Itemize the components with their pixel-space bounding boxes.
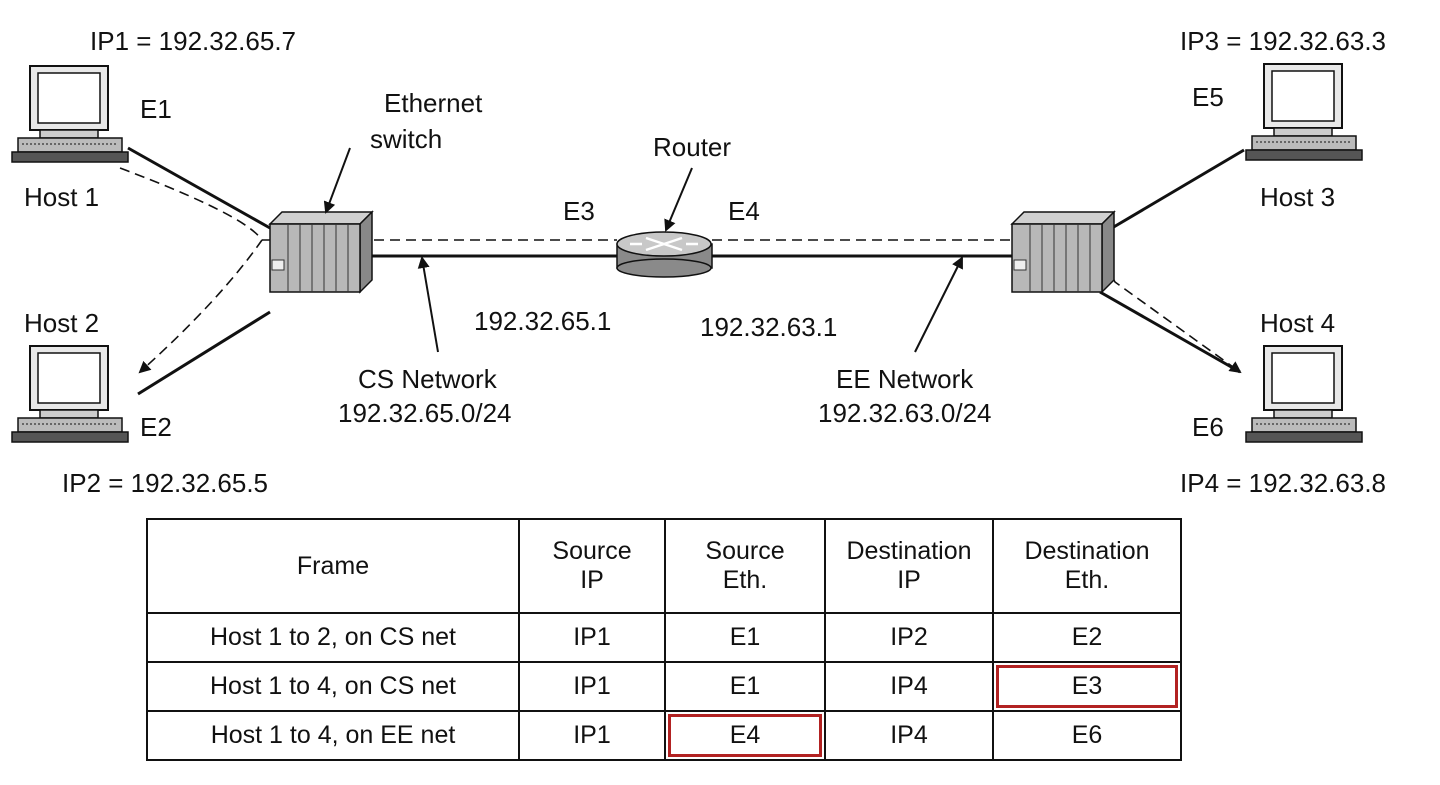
cell-source-ip: IP1 xyxy=(518,612,666,663)
ee-ethernet-switch-icon xyxy=(1011,211,1115,293)
header-source-eth-line1: Source xyxy=(705,537,785,566)
host3-ip-label: IP3 = 192.32.63.3 xyxy=(1180,26,1386,56)
cell-source-eth-highlighted: E4 xyxy=(664,710,826,761)
switch-label-line1: Ethernet xyxy=(384,88,483,118)
host4-computer-icon xyxy=(1245,345,1363,443)
router-ip-right-label: 192.32.63.1 xyxy=(700,312,837,342)
host3-eth-label: E5 xyxy=(1192,82,1224,112)
host4-eth-label: E6 xyxy=(1192,412,1224,442)
cs-ethernet-switch-icon xyxy=(269,211,373,293)
table-row: Host 1 to 4, on EE net IP1 E4 IP4 E6 xyxy=(146,710,1182,761)
host2-eth-label: E2 xyxy=(140,412,172,442)
header-destination-eth-line2: Eth. xyxy=(1064,566,1110,594)
switch-label-arrow xyxy=(323,147,351,214)
link-switch-host3 xyxy=(1111,148,1245,230)
link-host1-switch xyxy=(127,146,271,230)
router-icon xyxy=(616,231,713,278)
table-row: Host 1 to 4, on CS net IP1 E1 IP4 E3 xyxy=(146,661,1182,712)
cell-source-ip: IP1 xyxy=(518,661,666,712)
host4-name-label: Host 4 xyxy=(1260,308,1335,338)
cs-network-name: CS Network xyxy=(358,364,498,394)
cell-destination-ip: IP4 xyxy=(824,710,994,761)
cell-frame: Host 1 to 2, on CS net xyxy=(146,612,520,663)
cell-destination-ip: IP4 xyxy=(824,661,994,712)
cell-source-eth: E1 xyxy=(664,612,826,663)
cell-destination-eth: E6 xyxy=(992,710,1182,761)
cell-source-ip: IP1 xyxy=(518,710,666,761)
cs-network-label-arrow xyxy=(417,256,439,353)
cell-destination-eth: E2 xyxy=(992,612,1182,663)
header-destination-eth-line1: Destination xyxy=(1024,537,1150,566)
router-label-arrow xyxy=(664,167,693,232)
cell-destination-eth-highlighted: E3 xyxy=(992,661,1182,712)
host3-computer-icon xyxy=(1245,63,1363,161)
router-ip-left-label: 192.32.65.1 xyxy=(474,306,611,336)
path-router-to-host4 xyxy=(712,239,1242,374)
host2-name-label: Host 2 xyxy=(24,308,99,338)
router-eth-left-label: E3 xyxy=(563,196,595,226)
ee-network-label-arrow xyxy=(914,256,963,353)
host1-name-label: Host 1 xyxy=(24,182,99,212)
host4-ip-label: IP4 = 192.32.63.8 xyxy=(1180,468,1386,498)
ee-network-name: EE Network xyxy=(836,364,974,394)
host3-name-label: Host 3 xyxy=(1260,182,1335,212)
router-eth-right-label: E4 xyxy=(728,196,760,226)
network-diagram: IP1 = 192.32.65.7 E1 Host 1 Host 2 E2 IP… xyxy=(11,26,1386,498)
host2-ip-label: IP2 = 192.32.65.5 xyxy=(62,468,268,498)
link-switch-host4 xyxy=(1099,290,1241,374)
cell-frame: Host 1 to 4, on EE net xyxy=(146,710,520,761)
host2-computer-icon xyxy=(11,345,129,443)
header-source-eth-line2: Eth. xyxy=(722,566,768,594)
cell-destination-ip: IP2 xyxy=(824,612,994,663)
path-host1-to-host2 xyxy=(119,167,263,374)
header-source-ip-line2: IP xyxy=(580,566,604,594)
host1-eth-label: E1 xyxy=(140,94,172,124)
cell-source-eth: E1 xyxy=(664,661,826,712)
header-source-ip-line1: Source xyxy=(552,537,632,566)
cell-frame: Host 1 to 4, on CS net xyxy=(146,661,520,712)
cs-network-prefix: 192.32.65.0/24 xyxy=(338,398,512,428)
switch-label-line2: switch xyxy=(370,124,442,154)
link-host2-switch xyxy=(137,310,271,396)
header-destination-ip-line1: Destination xyxy=(846,537,972,566)
header-frame: Frame xyxy=(146,518,520,614)
host1-ip-label: IP1 = 192.32.65.7 xyxy=(90,26,296,56)
header-frame-line1: Frame xyxy=(296,551,370,580)
header-destination-ip-line2: IP xyxy=(897,566,921,594)
router-label: Router xyxy=(653,132,731,162)
table-row: Host 1 to 2, on CS net IP1 E1 IP2 E2 xyxy=(146,612,1182,663)
host1-computer-icon xyxy=(11,65,129,163)
ee-network-prefix: 192.32.63.0/24 xyxy=(818,398,992,428)
